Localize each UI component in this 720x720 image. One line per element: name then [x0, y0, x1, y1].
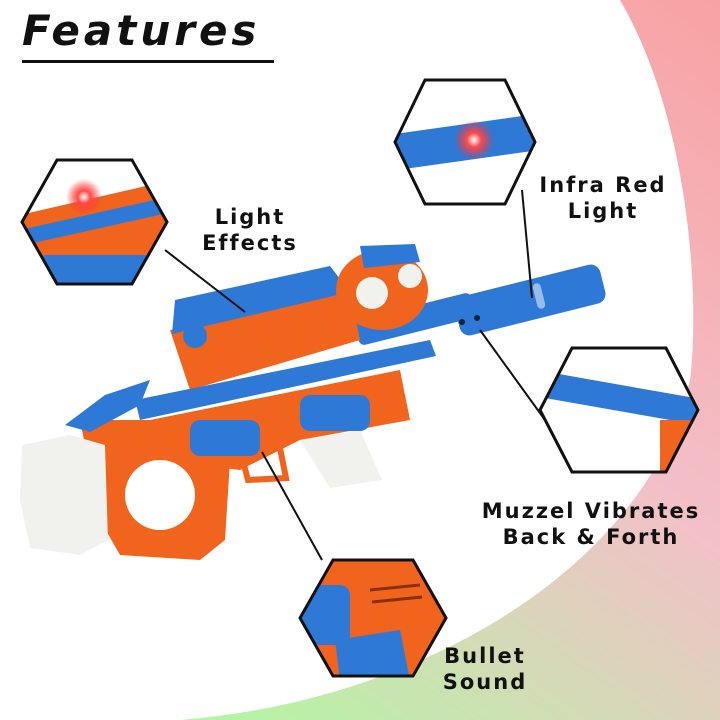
- hexagon-infra-red: [393, 78, 537, 206]
- callout-lines: [164, 189, 546, 561]
- hexagon-bullet-sound: [298, 558, 448, 678]
- label-bullet-sound-line1: Bullet: [444, 644, 526, 668]
- page-title: Features: [22, 6, 261, 55]
- toy-blaster-image: [20, 244, 606, 560]
- label-bullet-sound-line2: Sound: [442, 670, 528, 694]
- hexagon-muzzle: [538, 346, 700, 474]
- label-infra-red: Infra Red Light: [528, 172, 678, 224]
- label-muzzle: Muzzel Vibrates Back & Forth: [480, 498, 702, 550]
- label-muzzle-line1: Muzzel Vibrates: [481, 499, 701, 523]
- label-infra-red-line2: Light: [567, 199, 639, 223]
- hexagon-light-effects: [20, 158, 169, 286]
- label-light-effects-line2: Effects: [202, 231, 298, 255]
- label-light-effects-line1: Light: [214, 205, 286, 229]
- label-muzzle-line2: Back & Forth: [502, 525, 680, 549]
- title-underline: [22, 60, 274, 63]
- label-infra-red-line1: Infra Red: [539, 173, 667, 197]
- label-bullet-sound: Bullet Sound: [440, 643, 530, 695]
- label-light-effects: Light Effects: [198, 204, 302, 256]
